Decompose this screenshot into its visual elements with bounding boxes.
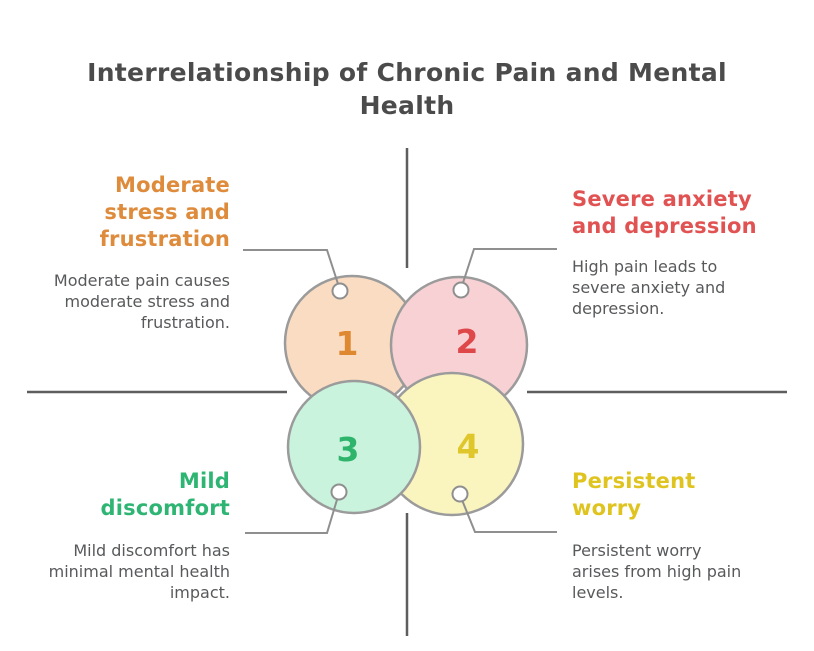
quadrant-3-heading: Mild discomfort (100, 469, 230, 520)
quadrant-4-description: Persistent worry arises from high pain l… (572, 541, 742, 602)
circle-2-number: 2 (456, 322, 479, 361)
leader-line-4 (459, 494, 557, 533)
anchor-dot-2 (452, 281, 470, 299)
circle-1-number: 1 (336, 324, 359, 363)
quadrant-2-heading: Severe anxiety and depression (572, 187, 757, 238)
leader-line-2 (460, 248, 557, 290)
quadrant-4-heading: Persistent worry (572, 469, 696, 520)
quadrant-1-description: Moderate pain causes moderate stress and… (53, 271, 230, 332)
anchor-dot-4 (451, 485, 469, 503)
circle-4-number: 4 (457, 427, 480, 466)
leader-line-1 (243, 249, 341, 291)
quadrant-1-heading: Moderate stress and frustration (99, 173, 230, 251)
circle-3-number: 3 (337, 430, 360, 469)
leader-line-3 (245, 492, 340, 534)
anchor-dot-1 (331, 282, 349, 300)
quadrant-2-description: High pain leads to severe anxiety and de… (572, 257, 726, 318)
quadrant-3-description: Mild discomfort has minimal mental healt… (48, 541, 230, 602)
page-title: Interrelationship of Chronic Pain and Me… (87, 58, 727, 120)
circle-3 (286, 379, 422, 515)
anchor-dot-3 (330, 483, 348, 501)
